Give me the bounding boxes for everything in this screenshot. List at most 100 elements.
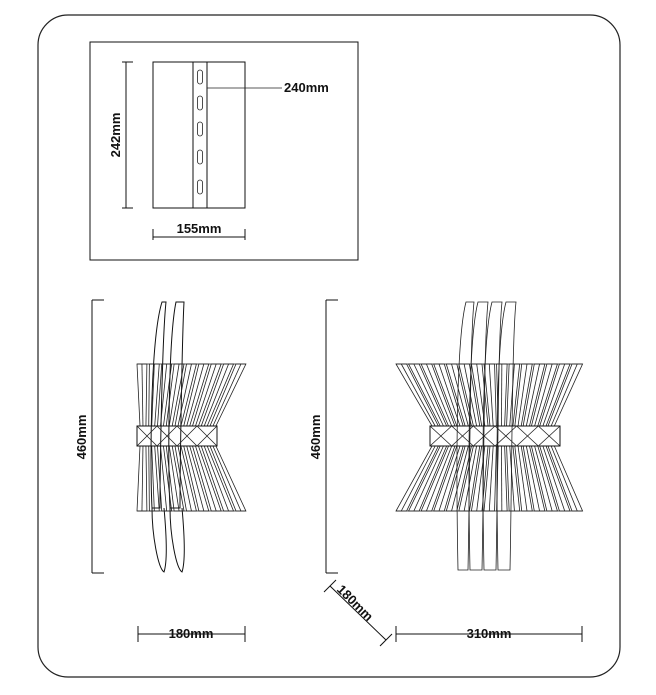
- side-bottom-blade-ridge: [203, 445, 229, 512]
- side-view: 460mm 180mm: [74, 299, 247, 642]
- side-top-blade-ridge: [141, 363, 144, 427]
- front-tall-blades: [456, 301, 517, 571]
- front-depth-tick-a: [323, 579, 337, 593]
- front-band-cross: [516, 425, 539, 447]
- front-top-blade: [445, 363, 472, 427]
- front-view: 460mm 180mm 310mm: [308, 299, 584, 647]
- front-width-label: 310mm: [467, 626, 512, 641]
- side-bottom-blade-ridge: [168, 445, 180, 512]
- front-top-blade: [514, 363, 533, 427]
- side-bottom-blade-ridge: [195, 445, 217, 512]
- side-height-label: 460mm: [74, 415, 89, 460]
- front-band-cross: [429, 425, 452, 447]
- side-top-blade-ridge: [203, 363, 229, 427]
- side-top-blade-ridge: [177, 363, 192, 427]
- front-bottom-blade: [506, 445, 521, 512]
- front-bottom-blade-ridge: [463, 445, 477, 512]
- side-bottom-blade: [209, 445, 247, 512]
- front-bottom-blade: [514, 445, 533, 512]
- side-top-blade-ridge: [160, 363, 168, 427]
- front-bottom-blade-ridge: [509, 445, 515, 512]
- front-depth-label: 180mm: [334, 582, 376, 624]
- front-depth-dim-line: [329, 585, 387, 641]
- side-tall-blade-bottom-right: [169, 507, 185, 573]
- side-crystal-fan-top: [136, 363, 247, 427]
- mounting-bar: [192, 61, 208, 209]
- side-bottom-blade-ridge: [186, 445, 205, 512]
- side-band-cross: [136, 425, 158, 447]
- front-top-blade-ridge: [451, 363, 469, 427]
- front-bottom-blade-ridge: [542, 445, 566, 512]
- front-band-cross: [451, 425, 474, 447]
- front-top-blade-ridge: [550, 363, 578, 427]
- front-bottom-blade-ridge: [438, 445, 461, 512]
- front-bottom-blade: [445, 445, 472, 512]
- side-top-blade-ridge: [168, 363, 180, 427]
- side-tall-blade-bottom-left: [151, 507, 167, 573]
- side-top-blade-ridge: [212, 363, 242, 427]
- front-top-blade-ridge: [542, 363, 566, 427]
- front-bottom-blade-ridge: [488, 445, 494, 512]
- front-bottom-blade-ridge: [400, 445, 436, 512]
- side-bottom-blade-ridge: [141, 445, 144, 512]
- slot-length-label: 240mm: [284, 80, 329, 95]
- base-plate-view: 240mm 242mm 155mm: [89, 41, 359, 261]
- front-tall-blade: [496, 301, 517, 571]
- mounting-slots: [197, 69, 203, 195]
- front-top-blade-ridge: [534, 363, 553, 427]
- front-center-band: [429, 425, 561, 447]
- mounting-slot: [197, 149, 203, 165]
- front-bottom-blade: [395, 445, 439, 512]
- side-band-cross: [196, 425, 218, 447]
- side-depth-label: 180mm: [169, 626, 214, 641]
- front-top-blade-ridge: [426, 363, 453, 427]
- front-top-blade: [395, 363, 439, 427]
- front-top-blade-ridge: [476, 363, 486, 427]
- front-top-blade: [470, 363, 489, 427]
- front-bottom-blade: [470, 445, 489, 512]
- front-height-label: 460mm: [308, 415, 323, 460]
- front-top-blade-ridge: [525, 363, 540, 427]
- side-top-blade-ridge: [195, 363, 217, 427]
- front-top-blade-ridge: [463, 363, 477, 427]
- side-crystal-fan-bottom: [136, 445, 247, 512]
- front-depth-tick-b: [379, 633, 393, 647]
- side-top-blade-ridge: [186, 363, 205, 427]
- front-crystal-fan-bottom: [395, 445, 584, 512]
- mounting-slot: [197, 121, 203, 137]
- front-top-blade-ridge: [438, 363, 461, 427]
- mounting-slot: [197, 179, 203, 195]
- side-top-blade-ridge: [151, 363, 155, 427]
- mounting-slot: [197, 95, 203, 111]
- side-band-cross: [176, 425, 198, 447]
- front-tall-blade: [456, 301, 475, 571]
- front-band-cross: [494, 425, 517, 447]
- front-crystal-fan-top: [395, 363, 584, 427]
- side-center-band: [136, 425, 218, 447]
- front-bottom-blade-ridge: [534, 445, 553, 512]
- plate-width-label: 155mm: [177, 221, 222, 236]
- front-bottom-blade-ridge: [413, 445, 444, 512]
- front-top-blade-ridge: [517, 363, 528, 427]
- side-top-blade: [209, 363, 247, 427]
- front-top-blade: [547, 363, 584, 427]
- side-band-cross: [156, 425, 178, 447]
- front-top-blade-ridge: [413, 363, 444, 427]
- side-bottom-blade-ridge: [151, 445, 155, 512]
- front-bottom-blade: [547, 445, 584, 512]
- front-bottom-blade-ridge: [550, 445, 578, 512]
- mounting-slot: [197, 69, 203, 85]
- side-band-crosses: [136, 425, 218, 447]
- front-band-cross: [473, 425, 496, 447]
- front-top-blade-ridge: [509, 363, 515, 427]
- front-band-crosses: [429, 425, 561, 447]
- front-bottom-blade-ridge: [525, 445, 540, 512]
- front-bottom-blade-ridge: [451, 445, 469, 512]
- side-bottom-blade-ridge: [212, 445, 242, 512]
- front-bottom-blade-ridge: [426, 445, 453, 512]
- front-bottom-blade-ridge: [476, 445, 486, 512]
- base-plate-box: [89, 41, 359, 261]
- outer-frame: [37, 14, 621, 678]
- front-top-blade-ridge: [400, 363, 436, 427]
